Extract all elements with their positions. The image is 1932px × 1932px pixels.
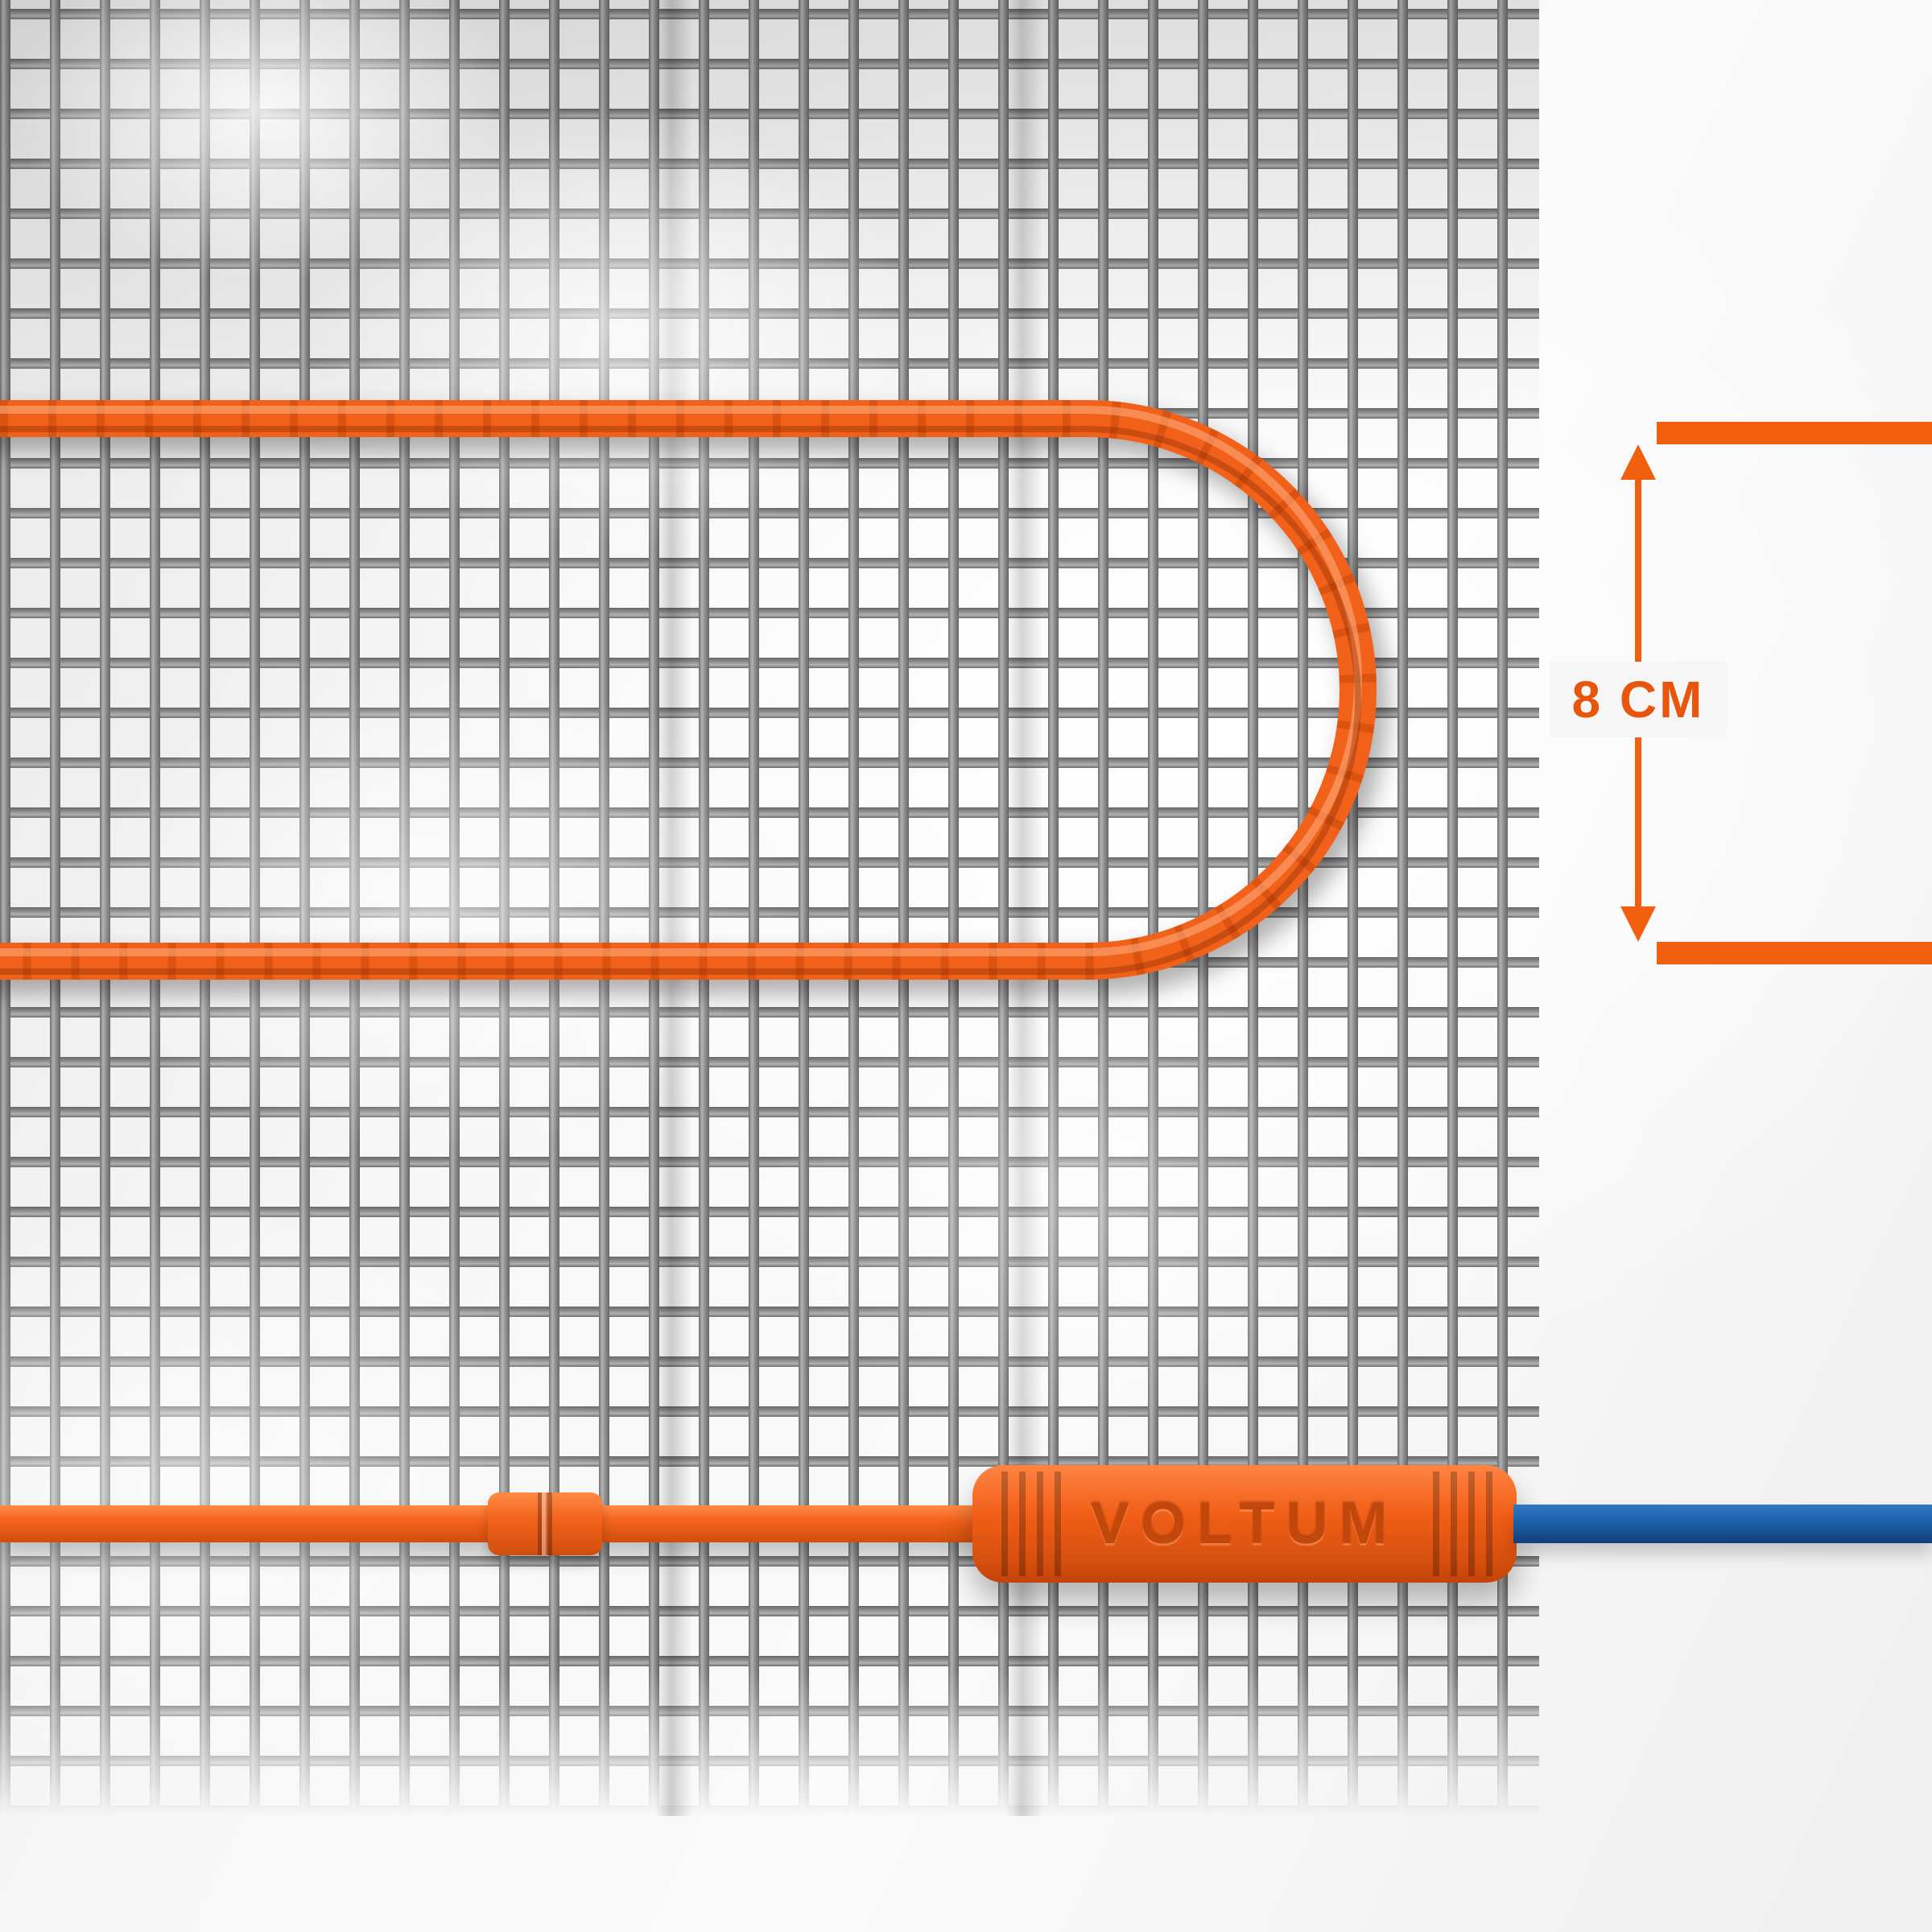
dimension-bar-bottom	[1657, 942, 1932, 964]
heating-cable-shade	[0, 426, 1361, 975]
connector-ridges-right	[1422, 1472, 1499, 1576]
heating-cable-body	[0, 400, 1377, 980]
spacing-label: 8 CM	[1550, 662, 1727, 737]
power-cable-blue	[1513, 1505, 1932, 1543]
dimension-arrow-up-icon	[1620, 444, 1656, 480]
dimension-bar-top	[1657, 422, 1932, 444]
cable-splice-clip	[488, 1492, 602, 1555]
brand-label: VOLTUM	[1090, 1492, 1399, 1556]
heating-cable-wrap-texture	[0, 400, 1377, 980]
connector-body: VOLTUM	[972, 1465, 1517, 1583]
heating-cable-highlight	[0, 406, 1362, 956]
connector-ridges-left	[990, 1472, 1067, 1576]
dimension-arrow-down-icon	[1620, 906, 1656, 942]
heating-cable-shadow	[0, 411, 1388, 994]
